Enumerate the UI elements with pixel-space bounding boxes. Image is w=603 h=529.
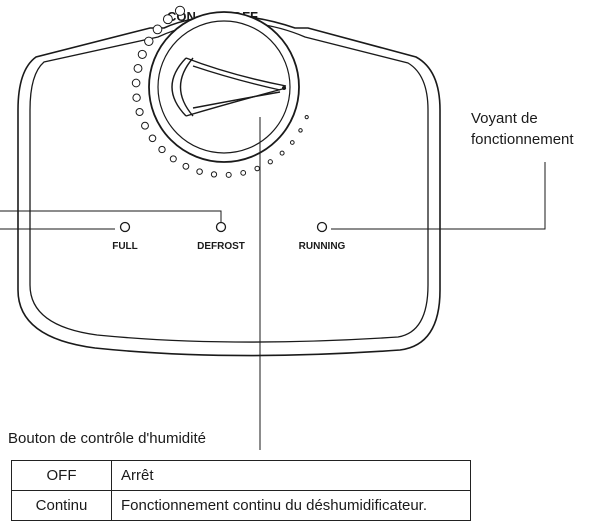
full-led [119,221,131,233]
indicator-full: FULL [112,221,138,252]
indicator-label-defrost: DEFROST [197,241,245,252]
scale-dot [131,78,141,88]
table-cell-setting: Continu [11,490,112,521]
running-callout-line2: fonctionnement [471,131,574,148]
scale-dot [152,24,163,35]
scale-dot [304,115,309,120]
indicator-defrost: DEFROST [197,221,245,252]
defrost-led [215,221,227,233]
scale-dot [135,107,144,117]
control-panel-diagram: CON OFF FULL DEFROST RUNNING [0,5,546,450]
running-indicator-callout: Voyant de fonctionnement [471,108,574,150]
humidity-control-callout: Bouton de contrôle d'humidité [8,430,206,447]
leader-line-defrost [0,210,222,222]
table-cell-setting: OFF [11,460,112,491]
running-led [316,221,328,233]
scale-dot [240,170,247,176]
scale-dot [254,165,260,172]
scale-dot [196,168,203,175]
scale-dot [225,171,232,178]
indicator-label-running: RUNNING [299,241,346,252]
scale-dot [279,150,285,156]
scale-dot [137,49,147,59]
table-row: Continu Fonctionnement continu du déshum… [11,490,471,521]
table-cell-description: Arrêt [111,460,471,491]
scale-dot [267,159,273,165]
scale-dot [169,155,177,163]
scale-dot [132,93,141,102]
indicator-running: RUNNING [299,221,346,252]
indicator-label-full: FULL [112,241,138,252]
dial-scale-dots [131,5,309,178]
scale-dot [289,140,295,145]
scale-dot [133,63,143,73]
scale-dot [210,171,218,178]
scale-dot [144,36,154,47]
leader-line-running [331,162,546,230]
running-callout-line1: Voyant de [471,110,538,127]
scale-dot [162,14,173,25]
scale-dot [182,162,190,170]
scale-dot [141,121,149,130]
scale-dot [174,5,186,16]
table-cell-description: Fonctionnement continu du déshumidificat… [111,490,471,521]
scale-dot [158,145,166,154]
settings-table: OFF Arrêt Continu Fonctionnement continu… [11,460,471,521]
scale-dot [148,134,157,143]
table-row: OFF Arrêt [11,460,471,491]
humidity-control-knob[interactable] [148,11,300,163]
scale-dot [298,128,303,133]
